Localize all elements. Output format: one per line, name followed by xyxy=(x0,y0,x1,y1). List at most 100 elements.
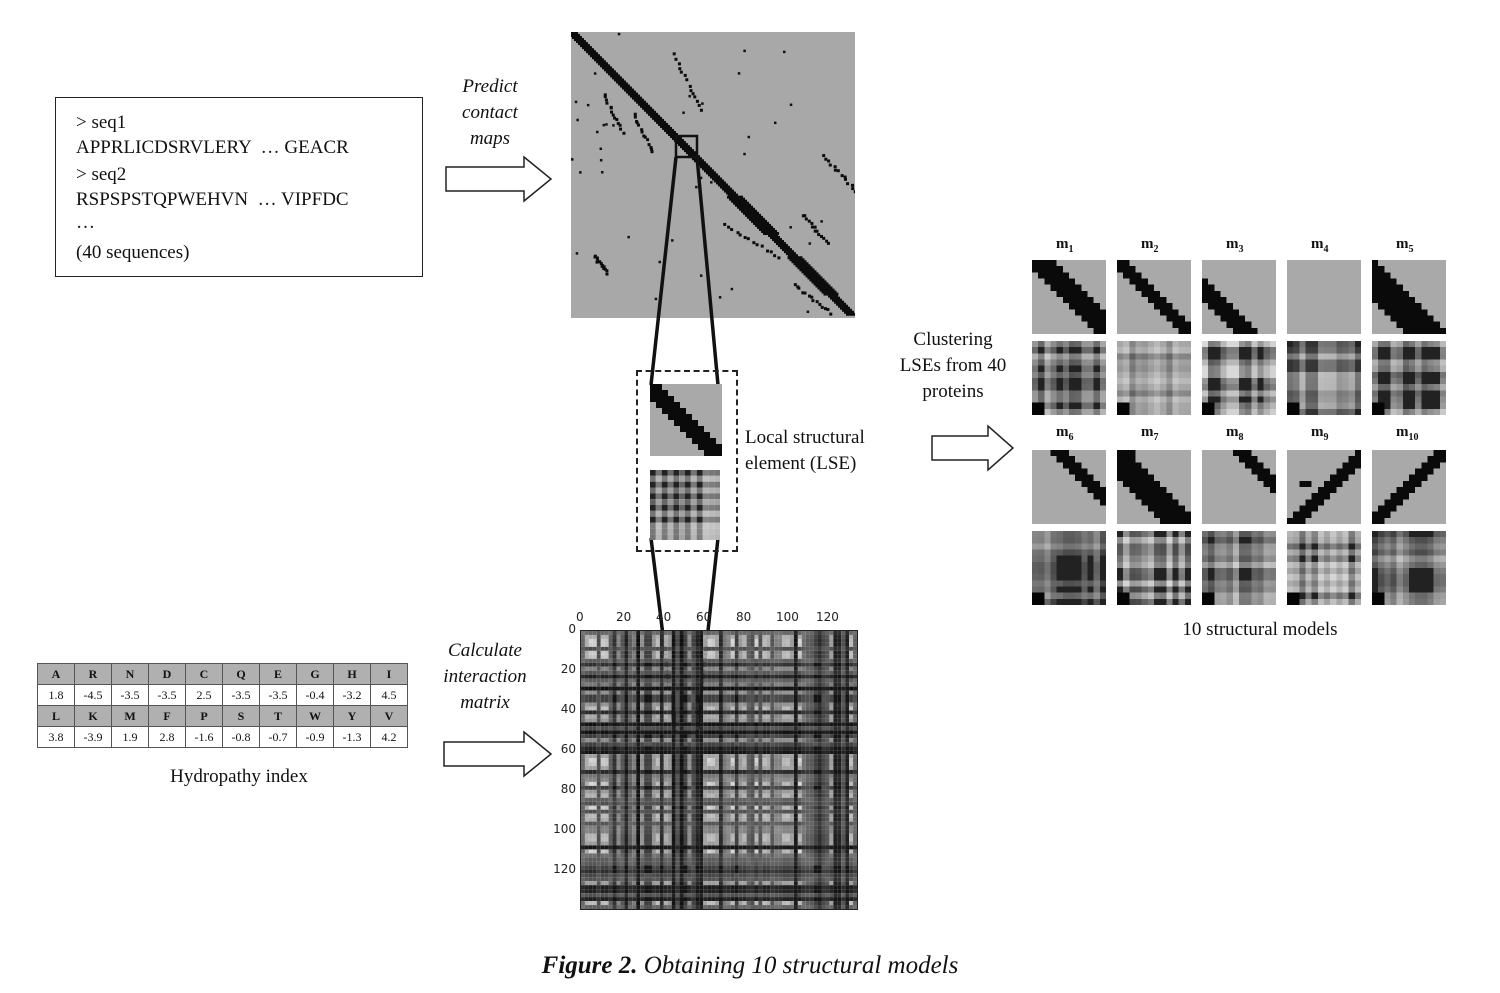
model-name: m xyxy=(1141,236,1154,252)
model-label: m10 xyxy=(1396,424,1419,443)
model-index: 5 xyxy=(1408,244,1414,255)
lse-contact-tile xyxy=(650,384,722,456)
model-contact-tile xyxy=(1287,260,1361,334)
model-label: m6 xyxy=(1056,424,1074,443)
hydropathy-value-cell: 4.5 xyxy=(370,684,408,706)
model-name: m xyxy=(1226,236,1239,252)
x-tick-label: 0 xyxy=(576,610,584,624)
contact-map-diagonal xyxy=(571,32,855,316)
model-contact-tile xyxy=(1117,450,1191,524)
label-line: matrix xyxy=(460,692,510,713)
model-label: m1 xyxy=(1056,236,1074,255)
label-line: element (LSE) xyxy=(745,453,857,474)
amino-acid-cell: C xyxy=(185,663,223,685)
model-contact-tile xyxy=(1117,260,1191,334)
model-contact-tile xyxy=(1287,450,1361,524)
label-line: Local structural xyxy=(745,427,865,448)
sequence-box: > seq1 APPRLICDSRVLERY … GEACR > seq2 RS… xyxy=(55,97,423,277)
hydropathy-value-cell: -0.9 xyxy=(296,726,334,748)
hydropathy-value-cell: -3.5 xyxy=(111,684,149,706)
hydropathy-value-cell: 2.5 xyxy=(185,684,223,706)
figure-caption: Figure 2. Obtaining 10 structural models xyxy=(0,952,1500,980)
model-label: m8 xyxy=(1226,424,1244,443)
model-index: 9 xyxy=(1323,432,1329,443)
model-interaction-tile xyxy=(1287,341,1361,415)
model-name: m xyxy=(1396,424,1409,440)
hydropathy-value-cell: 2.8 xyxy=(148,726,186,748)
model-interaction-tile xyxy=(1117,531,1191,605)
model-contact-tile xyxy=(1202,450,1276,524)
calculate-interaction-label: Calculate interaction matrix xyxy=(425,638,545,716)
sequence-line: (40 sequences) xyxy=(76,242,190,263)
caption-text: Obtaining 10 structural models xyxy=(637,952,959,979)
model-label: m2 xyxy=(1141,236,1159,255)
model-contact-tile xyxy=(1032,260,1106,334)
hydropathy-value-cell: -3.5 xyxy=(259,684,297,706)
x-tick-label: 80 xyxy=(736,610,752,624)
model-index: 10 xyxy=(1408,432,1419,443)
model-name: m xyxy=(1311,424,1324,440)
amino-acid-cell: L xyxy=(37,705,75,727)
model-index: 4 xyxy=(1323,244,1329,255)
amino-acid-cell: G xyxy=(296,663,334,685)
right-arrow-icon xyxy=(931,424,1015,472)
y-tick-label: 100 xyxy=(553,822,576,836)
model-label: m4 xyxy=(1311,236,1329,255)
models-caption: 10 structural models xyxy=(1182,619,1338,640)
y-tick-label: 0 xyxy=(568,622,576,636)
model-name: m xyxy=(1226,424,1239,440)
model-contact-tile xyxy=(1032,450,1106,524)
amino-acid-cell: Q xyxy=(222,663,260,685)
model-interaction-tile xyxy=(1202,341,1276,415)
model-contact-tile xyxy=(1202,260,1276,334)
model-name: m xyxy=(1141,424,1154,440)
model-interaction-tile xyxy=(1032,531,1106,605)
hydropathy-value-cell: 3.8 xyxy=(37,726,75,748)
amino-acid-cell: N xyxy=(111,663,149,685)
lse-interaction-tile xyxy=(650,470,720,540)
amino-acid-cell: E xyxy=(259,663,297,685)
label-line: interaction xyxy=(443,666,527,687)
model-index: 2 xyxy=(1153,244,1159,255)
hydropathy-value-cell: -1.6 xyxy=(185,726,223,748)
right-arrow-icon xyxy=(445,155,553,203)
hydropathy-value-cell: 4.2 xyxy=(370,726,408,748)
amino-acid-cell: S xyxy=(222,705,260,727)
amino-acid-cell: D xyxy=(148,663,186,685)
model-index: 6 xyxy=(1068,432,1074,443)
amino-acid-cell: P xyxy=(185,705,223,727)
amino-acid-cell: Y xyxy=(333,705,371,727)
hydropathy-label: Hydropathy index xyxy=(170,766,308,787)
y-tick-label: 40 xyxy=(560,702,576,716)
amino-acid-cell: V xyxy=(370,705,408,727)
label-line: contact xyxy=(462,102,518,123)
model-index: 7 xyxy=(1153,432,1159,443)
hydropathy-value-cell: -0.7 xyxy=(259,726,297,748)
lse-container xyxy=(636,370,738,552)
model-interaction-tile xyxy=(1372,531,1446,605)
hydropathy-value-cell: -0.4 xyxy=(296,684,334,706)
x-tick-label: 120 xyxy=(816,610,839,624)
model-name: m xyxy=(1396,236,1409,252)
label-line: Clustering xyxy=(913,329,993,350)
sequence-line: > seq2 xyxy=(76,164,127,185)
model-label: m7 xyxy=(1141,424,1159,443)
sequence-line: RSPSPSTQPWEHVN … VIPFDC xyxy=(76,189,349,210)
amino-acid-cell: K xyxy=(74,705,112,727)
model-name: m xyxy=(1056,236,1069,252)
sequence-line: … xyxy=(76,212,95,233)
interaction-matrix xyxy=(580,630,858,910)
amino-acid-cell: A xyxy=(37,663,75,685)
predict-contact-maps-label: Predict contact maps xyxy=(440,74,540,152)
model-index: 8 xyxy=(1238,432,1244,443)
model-label: m9 xyxy=(1311,424,1329,443)
hydropathy-value-cell: -4.5 xyxy=(74,684,112,706)
model-interaction-tile xyxy=(1202,531,1276,605)
model-index: 1 xyxy=(1068,244,1074,255)
model-interaction-tile xyxy=(1032,341,1106,415)
caption-bold: Figure 2. xyxy=(541,952,638,979)
clustering-label: Clustering LSEs from 40 proteins xyxy=(878,327,1028,405)
label-line: Predict xyxy=(462,76,518,97)
y-tick-label: 20 xyxy=(560,662,576,676)
